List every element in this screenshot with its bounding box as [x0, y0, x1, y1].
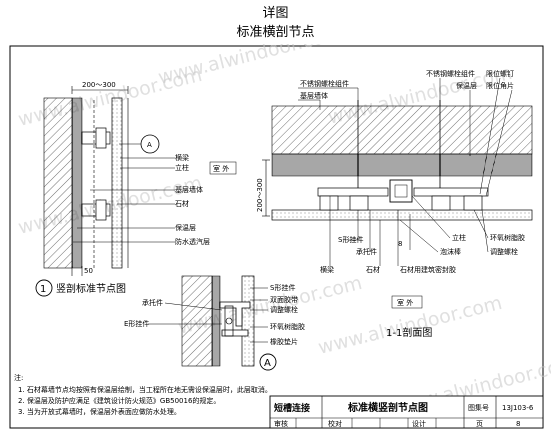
page-subtitle: 详图: [262, 6, 289, 21]
detail-label-shim: 调整螺栓: [270, 305, 298, 314]
tb-page-label: 页: [476, 420, 483, 428]
title-block: 短槽连接 标准横竖剖节点图 图集号 13J103-6 审核 校对 设计 页 8: [269, 395, 544, 429]
right-label-epoxy: 环氧树脂胶: [490, 233, 525, 242]
right-caption: 1-1剖面图: [386, 326, 432, 339]
right-label-limit-angle: 限位角片: [486, 81, 514, 90]
right-dim-vertical: 200～300: [256, 178, 264, 212]
right-label-sealant: 石材用建筑密封胶: [400, 265, 456, 274]
detail-label-adhesive: 双面胶带: [270, 295, 298, 304]
right-label-insulation: 保温层: [456, 81, 477, 90]
right-label-bolt-assembly-1: 不锈钢螺栓组件: [300, 79, 349, 88]
left-label-insulation: 保温层: [175, 223, 196, 232]
detail-label-bracket: 承托件: [142, 298, 163, 307]
left-dim-bottom: 50: [84, 267, 93, 275]
note-line: 2. 保温层及防护应满足《建筑设计防火规范》GB50016的规定。: [18, 396, 220, 405]
tb-review: 审核: [274, 419, 288, 428]
right-label-gap: 8: [398, 240, 402, 248]
right-label-exterior2: 室 外: [397, 298, 413, 307]
left-label-column: 立柱: [175, 163, 189, 172]
right-label-adjust-bolt: 调整螺栓: [490, 247, 518, 256]
watermark-layer: www.alwindoor.com www.alwindoor.com www.…: [16, 44, 551, 419]
note-line: 3. 当为开放式幕墙时，保温层外表面应做防水处理。: [18, 407, 181, 416]
tb-page-no: 8: [516, 420, 520, 428]
right-label-bolt-assembly-2: 不锈钢螺栓组件: [426, 69, 475, 78]
right-label-s-hanger: S形挂件: [338, 235, 363, 244]
right-label-bracket: 承托件: [356, 247, 377, 256]
left-caption-num: 1: [40, 284, 46, 295]
notes: 注: 1. 石材幕墙节点均按照有保温层绘制，当工程所在地无需设保温层时，此层取消…: [14, 373, 272, 416]
detail-label-e-hanger: E形挂件: [124, 319, 149, 328]
left-label-wall: 基层墙体: [175, 185, 203, 194]
page-title: 标准横剖节点: [236, 25, 315, 40]
right-label-exterior: 室 外: [213, 164, 229, 173]
detail-label-rubber-pad: 橡胶垫片: [270, 337, 298, 346]
tb-category: 短槽连接: [274, 402, 310, 414]
detail-label-s-hanger: S形挂件: [270, 283, 295, 292]
tb-atlas-no: 13J103-6: [502, 404, 534, 412]
right-label-column: 立柱: [452, 233, 466, 242]
right-label-wall: 基层墙体: [300, 91, 328, 100]
tb-drawing-title: 标准横竖剖节点图: [347, 401, 428, 414]
right-horizontal-section: 不锈钢螺栓组件 基层墙体 不锈钢螺栓组件 保温层 限位螺钉 限位角片 室 外 2…: [209, 69, 533, 339]
left-label-keel: 横梁: [175, 153, 189, 162]
detail-marker-a: A: [264, 358, 271, 369]
right-label-limit-bolt: 限位螺钉: [486, 69, 514, 78]
right-label-keel: 横梁: [320, 265, 334, 274]
left-marker-a: A: [147, 141, 152, 149]
right-label-stone: 石材: [366, 265, 380, 274]
left-label-membrane: 防水透汽层: [175, 237, 210, 246]
detail-a: 承托件 E形挂件 S形挂件 双面胶带 调整螺栓 环氧树脂胶 橡胶垫片 A: [124, 275, 305, 371]
left-caption: 竖剖标准节点图: [56, 282, 126, 295]
tb-check: 校对: [328, 419, 342, 428]
drawing-sheet: www.alwindoor.com www.alwindoor.com www.…: [9, 44, 551, 429]
note-line: 1. 石材幕墙节点均按照有保温层绘制，当工程所在地无需设保温层时，此层取消。: [18, 385, 272, 394]
tb-design: 设计: [412, 419, 426, 428]
notes-heading: 注:: [14, 373, 23, 382]
detail-label-epoxy: 环氧树脂胶: [270, 322, 305, 331]
left-dim-label: 200～300: [82, 81, 116, 89]
right-label-foam-rod: 泡沫棒: [440, 247, 461, 256]
page-header: 详图 标准横剖节点: [0, 0, 551, 44]
left-label-stone: 石材: [175, 199, 189, 208]
tb-atlas-label: 图集号: [468, 403, 489, 412]
